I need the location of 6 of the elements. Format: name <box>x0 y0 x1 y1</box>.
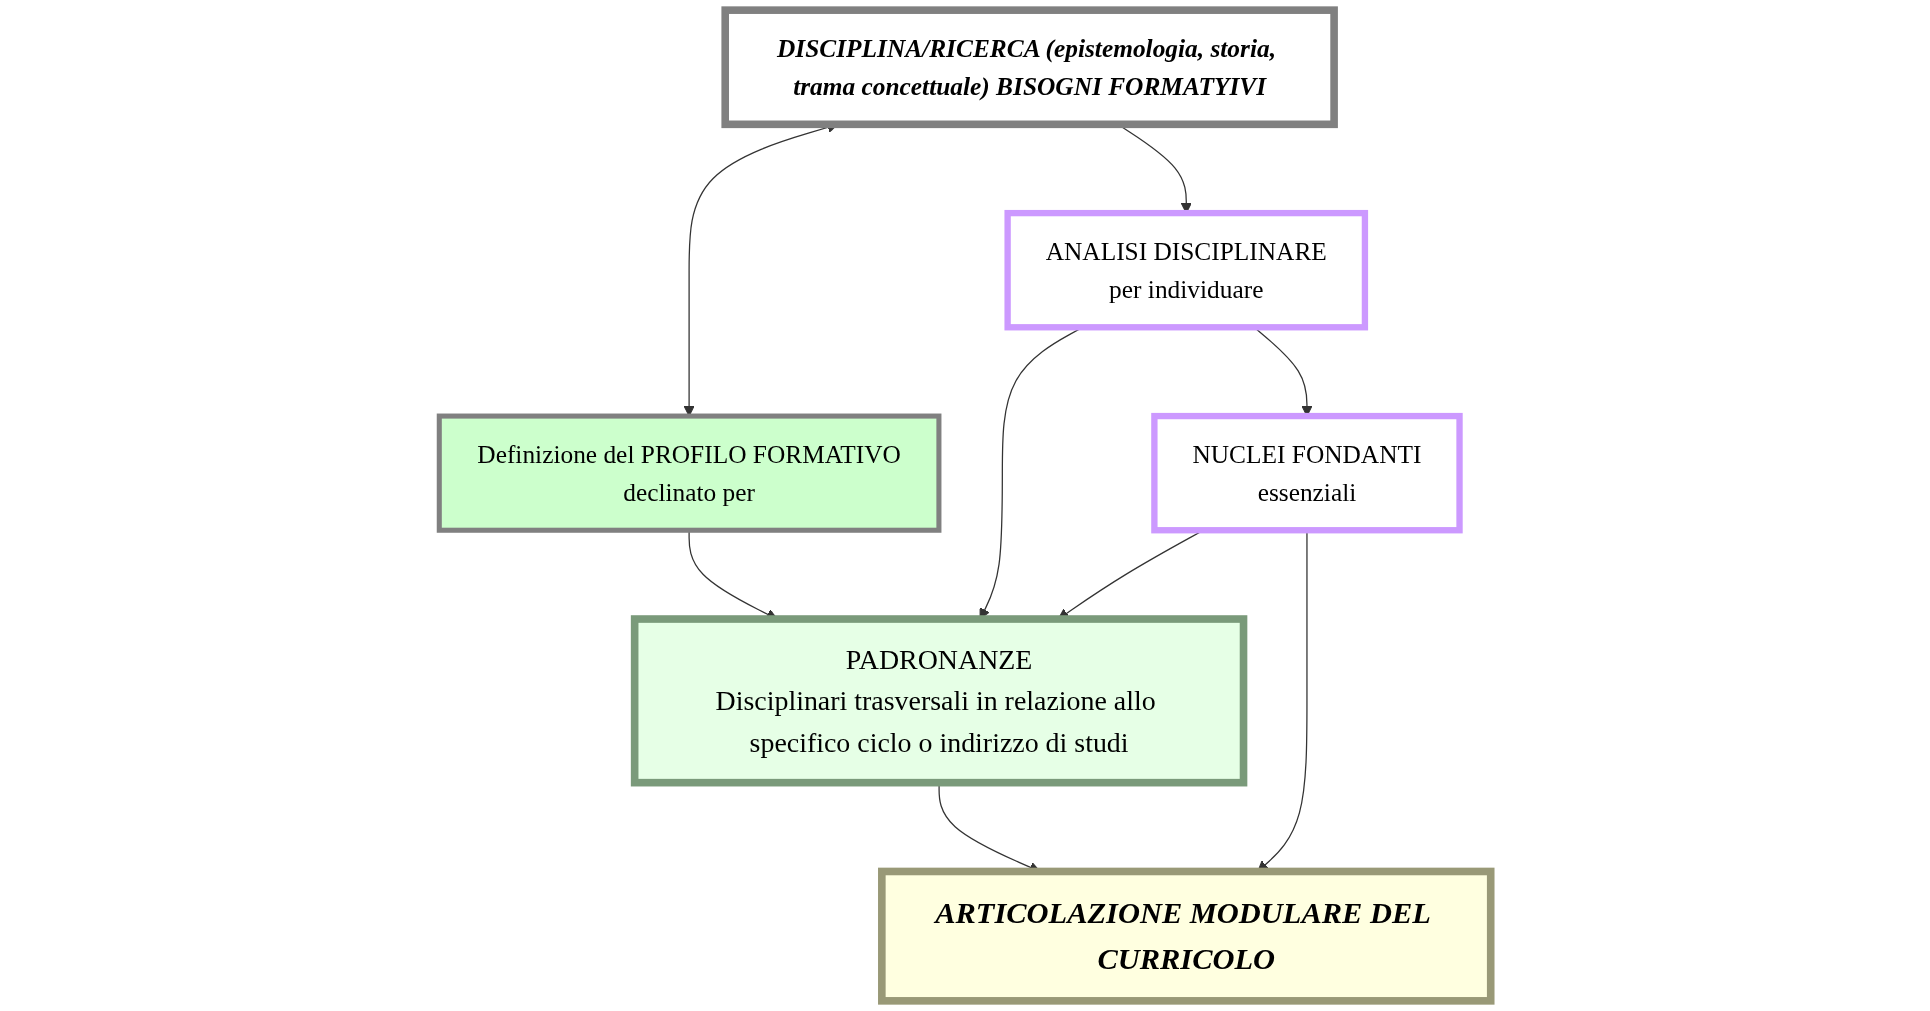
node-box: NUCLEI FONDANTI essenziali <box>1151 412 1463 534</box>
node-box: PADRONANZE Disciplinari trasversali in relazione allo specifico ciclo o indirizzo di studi <box>630 615 1248 787</box>
node-box: ARTICOLAZIONE MODULARE DEL CURRICOLO <box>878 867 1495 1005</box>
node-box: Definizione del PROFILO FORMATIVO declinato per <box>436 413 942 533</box>
node-box: ANALISI DISCIPLINARE per individuare <box>1004 209 1369 331</box>
node-box: DISCIPLINA/RICERCA (epistemologia, storia, trama concettuale) BISOGNI FORMATYIVI <box>721 6 1338 129</box>
